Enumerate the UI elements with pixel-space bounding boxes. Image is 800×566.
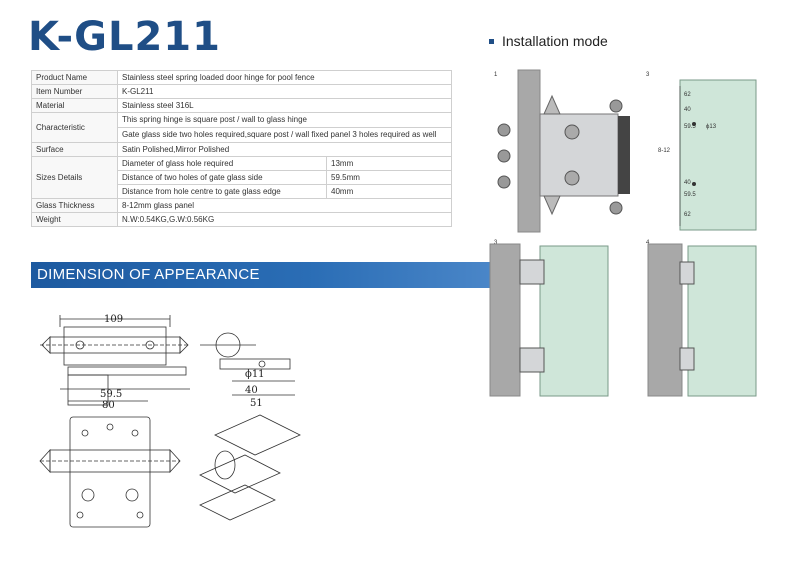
table-row: Product Name Stainless steel spring load… bbox=[31, 70, 452, 85]
installation-heading-text: Installation mode bbox=[502, 33, 608, 49]
dim-62b: 62 bbox=[684, 212, 691, 218]
dim-59-5: 59.5 bbox=[684, 124, 696, 130]
spec-table: Product Name Stainless steel spring load… bbox=[31, 70, 452, 227]
row-value: Stainless steel 316L bbox=[117, 98, 452, 113]
dimension-drawing: 109 59.5 80 ϕ11 40 51 bbox=[39, 314, 301, 528]
dim-phi13: ϕ13 bbox=[706, 124, 717, 130]
row-label: Material bbox=[31, 98, 118, 113]
dim-40: 40 bbox=[684, 107, 691, 113]
size-name: Diameter of glass hole required bbox=[117, 156, 327, 171]
dim-59-5b: 59.5 bbox=[684, 192, 696, 198]
dim-59-5: 59.5 bbox=[100, 389, 122, 400]
dim-80: 80 bbox=[102, 400, 115, 411]
row-label: Surface bbox=[31, 142, 118, 157]
dim-51: 51 bbox=[250, 398, 263, 409]
row-label: Weight bbox=[31, 212, 118, 227]
dimension-banner: DIMENSION OF APPEARANCE bbox=[31, 262, 491, 288]
fig-number: 4 bbox=[646, 240, 650, 246]
product-title: K-GL211 bbox=[28, 14, 221, 60]
install-fig-3-glass: 3 62 40 59.5 ϕ13 8-12 40 59.5 62 bbox=[646, 72, 757, 231]
install-fig-1: 1 bbox=[494, 69, 630, 233]
row-label: Sizes Details bbox=[31, 156, 118, 199]
row-value: Satin Polished,Mirror Polished bbox=[117, 142, 452, 157]
dim-40: 40 bbox=[245, 385, 258, 396]
install-fig-4: 4 bbox=[646, 240, 757, 397]
row-label: Characteristic bbox=[31, 112, 118, 143]
table-row: Material Stainless steel 316L bbox=[31, 98, 452, 113]
table-row: Distance of two holes of gate glass side… bbox=[32, 170, 452, 185]
row-value: K-GL211 bbox=[117, 84, 452, 99]
dim-8-12: 8-12 bbox=[658, 148, 671, 154]
size-value: 13mm bbox=[326, 156, 452, 171]
size-name: Distance of two holes of gate glass side bbox=[117, 170, 327, 185]
installation-figures: 1 3 62 40 59.5 ϕ13 8-12 40 59.5 62 3 bbox=[489, 69, 757, 397]
hinge-top-view bbox=[40, 315, 190, 366]
size-value: 40mm bbox=[326, 184, 452, 199]
row-value: N.W:0.54KG,G.W:0.56KG bbox=[117, 212, 452, 227]
bullet-square-icon bbox=[489, 38, 494, 44]
dimension-banner-title: DIMENSION OF APPEARANCE bbox=[37, 266, 260, 283]
row-label: Glass Thickness bbox=[31, 198, 118, 213]
dim-40b: 40 bbox=[684, 180, 691, 186]
hinge-iso-view bbox=[199, 414, 301, 521]
install-fig-3-mounted: 3 bbox=[489, 240, 609, 397]
dim-109: 109 bbox=[104, 314, 123, 325]
fig-number: 1 bbox=[494, 72, 498, 78]
size-value: 59.5mm bbox=[326, 170, 452, 185]
table-row: Distance from hole centre to gate glass … bbox=[32, 184, 452, 199]
hinge-front-view bbox=[39, 416, 181, 528]
row-label: Item Number bbox=[31, 84, 118, 99]
table-row: Characteristic This spring hinge is squa… bbox=[31, 112, 452, 143]
table-row: Sizes Details Diameter of glass hole req… bbox=[31, 156, 452, 199]
table-row: Surface Satin Polished,Mirror Polished bbox=[31, 142, 452, 157]
hinge-end-view bbox=[200, 332, 291, 370]
table-row: Item Number K-GL211 bbox=[31, 84, 452, 99]
row-value: 8-12mm glass panel bbox=[117, 198, 452, 213]
row-label: Product Name bbox=[31, 70, 118, 85]
fig-number: 3 bbox=[494, 240, 498, 246]
row-value: This spring hinge is square post / wall … bbox=[117, 112, 452, 128]
installation-heading: Installation mode bbox=[489, 33, 608, 49]
table-row: Glass Thickness 8-12mm glass panel bbox=[31, 198, 452, 213]
hinge-side-view bbox=[60, 366, 190, 406]
fig-number: 3 bbox=[646, 72, 650, 78]
row-value: Stainless steel spring loaded door hinge… bbox=[117, 70, 452, 85]
size-name: Distance from hole centre to gate glass … bbox=[117, 184, 327, 199]
dim-62: 62 bbox=[684, 92, 691, 98]
dim-phi11: ϕ11 bbox=[245, 369, 265, 380]
row-value: Gate glass side two holes required,squar… bbox=[117, 127, 452, 143]
table-row: Weight N.W:0.54KG,G.W:0.56KG bbox=[31, 212, 452, 227]
